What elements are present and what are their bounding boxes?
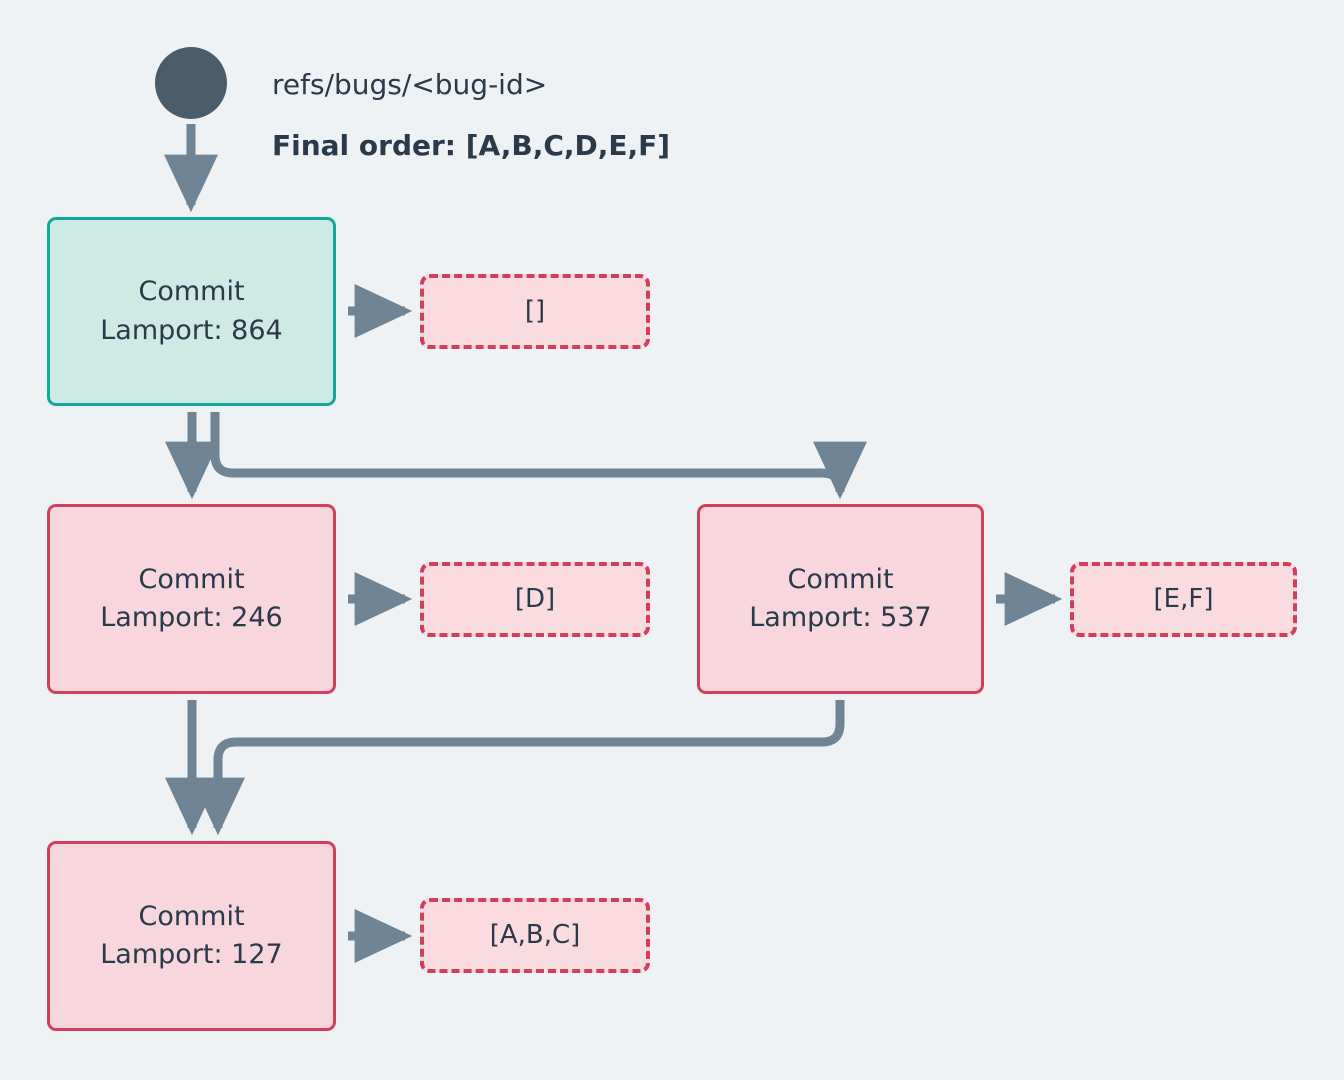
commit-lamport: Lamport: 864	[100, 314, 283, 346]
tag-node-abc[interactable]: [A,B,C]	[420, 898, 650, 973]
tag-label: [A,B,C]	[489, 919, 581, 950]
commit-title: Commit	[138, 276, 245, 308]
commit-title: Commit	[138, 563, 245, 595]
tag-node-ef[interactable]: [E,F]	[1070, 562, 1297, 637]
commit-node-246[interactable]: Commit Lamport: 246	[47, 504, 336, 694]
commit-node-864[interactable]: Commit Lamport: 864	[47, 217, 336, 406]
commit-node-537[interactable]: Commit Lamport: 537	[697, 504, 984, 694]
commit-title: Commit	[787, 563, 894, 595]
final-order-label: Final order: [A,B,C,D,E,F]	[272, 129, 671, 162]
commit-lamport: Lamport: 537	[749, 602, 932, 633]
commit-node-127[interactable]: Commit Lamport: 127	[47, 841, 336, 1031]
commit-lamport: Lamport: 246	[100, 602, 283, 633]
ref-label: refs/bugs/<bug-id>	[272, 68, 548, 101]
tag-label: [E,F]	[1153, 583, 1214, 614]
tag-node-empty[interactable]: []	[420, 274, 650, 349]
commit-title: Commit	[138, 900, 245, 932]
tag-label: []	[524, 295, 546, 326]
tag-label: [D]	[514, 583, 556, 614]
root-commit-dot[interactable]	[155, 47, 227, 119]
tag-node-d[interactable]: [D]	[420, 562, 650, 637]
edge-864-to-537	[210, 412, 867, 500]
edge-537-to-127	[191, 700, 845, 836]
commit-lamport: Lamport: 127	[100, 939, 283, 970]
